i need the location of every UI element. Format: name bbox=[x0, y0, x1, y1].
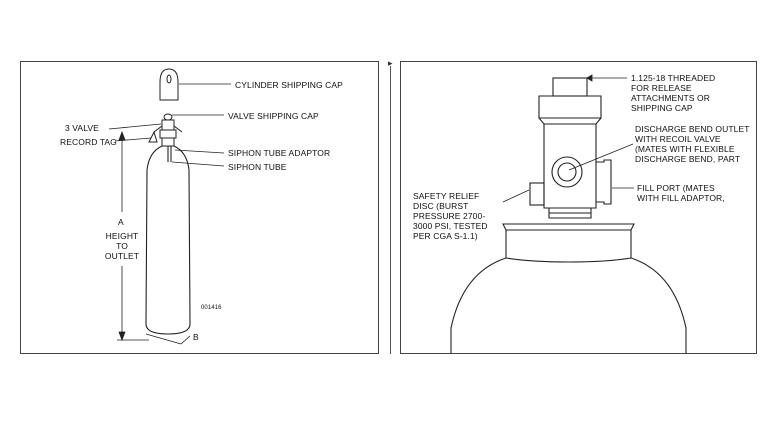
label-dim-b: B bbox=[193, 332, 199, 342]
panel-divider bbox=[390, 66, 391, 354]
label-fill-port: FILL PORT (MATES WITH FILL ADAPTOR, bbox=[637, 183, 725, 203]
divider-arrow-icon: ▸ bbox=[388, 58, 393, 68]
label-safety-relief-disc: SAFETY RELIEF DISC (BURST PRESSURE 2700-… bbox=[413, 191, 488, 241]
label-record-tag: RECORD TAG bbox=[60, 137, 117, 147]
label-siphon-tube-adaptor: SIPHON TUBE ADAPTOR bbox=[228, 148, 331, 158]
dimension-a bbox=[117, 130, 149, 342]
valve-detail-panel: 1.125-18 THREADED FOR RELEASE ATTACHMENT… bbox=[400, 61, 757, 354]
label-cylinder-shipping-cap: CYLINDER SHIPPING CAP bbox=[235, 80, 343, 90]
label-valve-shipping-cap: VALVE SHIPPING CAP bbox=[228, 111, 319, 121]
cylinder-diagram-panel: CYLINDER SHIPPING CAP VALVE SHIPPING CAP… bbox=[20, 61, 379, 354]
label-dim-a: A bbox=[118, 217, 124, 227]
label-figure-code: 001416 bbox=[201, 305, 222, 311]
record-tag-shape bbox=[148, 130, 158, 143]
leader-lines-right bbox=[502, 74, 634, 203]
label-height-to-outlet: HEIGHT TO OUTLET bbox=[104, 231, 140, 261]
label-valve: 3 VALVE bbox=[65, 123, 99, 133]
label-discharge-bend-outlet: DISCHARGE BEND OUTLET WITH RECOIL VALVE … bbox=[635, 124, 750, 164]
leader-lines bbox=[108, 83, 231, 167]
valve-detail-shape bbox=[450, 77, 687, 353]
cylinder-drawing bbox=[108, 68, 231, 345]
valve-shape bbox=[153, 113, 183, 147]
label-siphon-tube: SIPHON TUBE bbox=[228, 162, 287, 172]
label-threaded-attachment: 1.125-18 THREADED FOR RELEASE ATTACHMENT… bbox=[631, 73, 716, 113]
cylinder-body-shape bbox=[145, 145, 191, 335]
dimension-b bbox=[145, 333, 191, 345]
valve-detail-drawing bbox=[450, 74, 687, 353]
cylinder-shipping-cap-shape bbox=[159, 68, 179, 101]
